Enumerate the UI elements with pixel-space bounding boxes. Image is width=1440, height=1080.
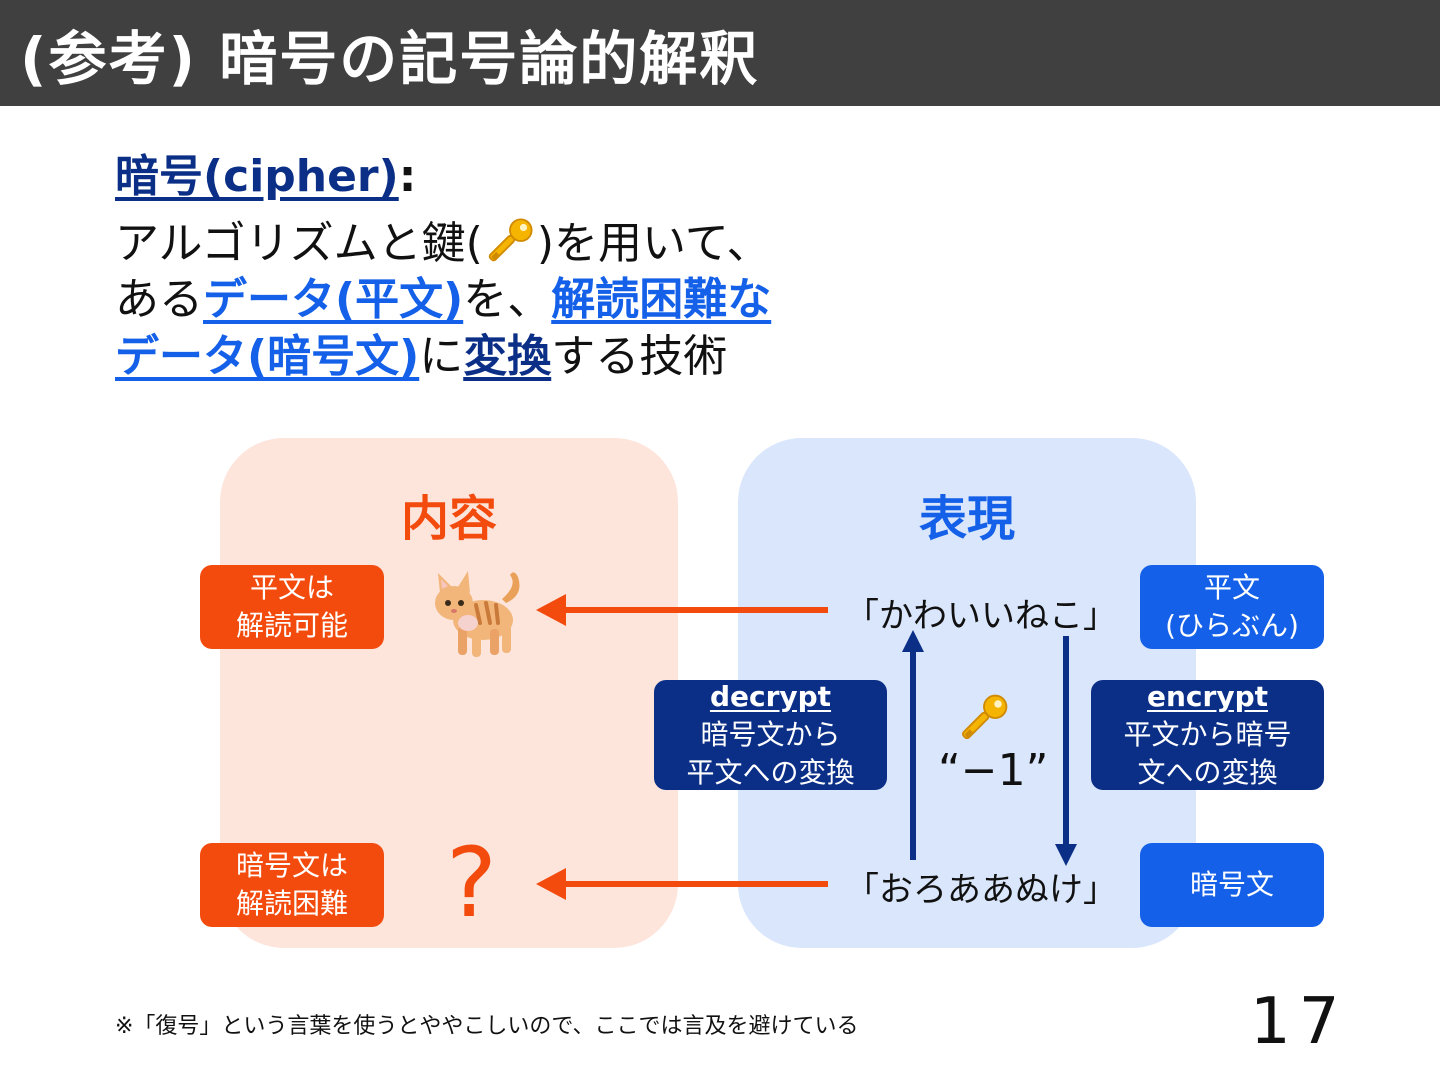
ciphertext-tag: 暗号文 — [1140, 843, 1324, 927]
encrypt-box: encrypt 平文から暗号 文への変換 — [1091, 680, 1324, 790]
plaintext-link[interactable]: データ(平文) — [203, 274, 464, 325]
definition-heading: 暗号(cipher): — [115, 140, 875, 204]
footnote: ※「復号」という言葉を使うとややこしいので、ここでは言及を避けている — [115, 1014, 859, 1039]
title-bar: (参考) 暗号の記号論的解釈 — [0, 0, 1440, 106]
conversion-link[interactable]: 変換 — [463, 331, 552, 382]
definition-block: 暗号(cipher): アルゴリズムと鍵( )を用いて、 あるデータ(平文)を、… — [115, 140, 875, 385]
decrypt-line: 平文への変換 — [686, 756, 855, 789]
ciphertext-arrowhead — [536, 868, 566, 900]
definition-text: を、 — [463, 274, 552, 325]
content-label: 内容 — [400, 491, 497, 547]
slide-title: (参考) 暗号の記号論的解釈 — [20, 25, 760, 93]
ciphertext-link[interactable]: データ(暗号文) — [115, 331, 420, 382]
key-value: “−1” — [938, 745, 1049, 796]
expression-label: 表現 — [918, 491, 1015, 547]
cat-icon — [435, 571, 520, 657]
encrypt-arrowhead — [1055, 844, 1077, 866]
tag-line: 解読困難 — [235, 887, 348, 920]
definition-line-2: あるデータ(平文)を、解読困難な — [115, 271, 875, 328]
plaintext-arrowhead — [536, 594, 566, 626]
definition-text: する技術 — [551, 331, 728, 382]
definition-text: )を用いて、 — [536, 218, 771, 269]
definition-body: アルゴリズムと鍵( )を用いて、 あるデータ(平文)を、解読困難な データ(暗号… — [115, 214, 875, 385]
decrypt-title: decrypt — [709, 680, 832, 713]
plain-phrase: 「かわいいねこ」 — [845, 596, 1117, 636]
encrypt-line: 文への変換 — [1137, 756, 1278, 789]
definition-line-1: アルゴリズムと鍵( )を用いて、 — [115, 214, 875, 271]
cipher-phrase: 「おろああぬけ」 — [845, 870, 1117, 910]
plaintext-readable-tag: 平文は 解読可能 — [200, 565, 384, 649]
tag-line: 暗号文は — [235, 849, 348, 882]
definition-term: 暗号(cipher) — [115, 151, 399, 202]
page-number: 17 — [1250, 985, 1348, 1059]
decrypt-line: 暗号文から — [700, 718, 841, 751]
encrypt-line: 平文から暗号 — [1123, 718, 1292, 751]
tag-line: 解読可能 — [235, 609, 348, 642]
plaintext-tag: 平文 (ひらぶん) — [1140, 565, 1324, 649]
ciphertext-hard-tag: 暗号文は 解読困難 — [200, 843, 384, 927]
definition-text: ある — [115, 274, 203, 325]
definition-colon: : — [398, 151, 417, 202]
decrypt-arrowhead — [902, 630, 924, 652]
tag-line: 平文は — [249, 571, 334, 604]
definition-text: アルゴリズムと鍵( — [115, 218, 483, 269]
definition-line-3: データ(暗号文)に変換する技術 — [115, 328, 875, 385]
encrypt-title: encrypt — [1146, 680, 1268, 713]
tag-line: (ひらぶん) — [1165, 609, 1299, 642]
key-icon — [488, 218, 533, 262]
hard-to-decipher-link[interactable]: 解読困難な — [551, 274, 772, 325]
question-mark: ? — [446, 827, 497, 939]
key-icon — [961, 694, 1008, 740]
definition-text: に — [419, 331, 464, 382]
tag-line: 暗号文 — [1189, 868, 1274, 901]
decrypt-box: decrypt 暗号文から 平文への変換 — [654, 680, 887, 790]
tag-line: 平文 — [1203, 571, 1260, 604]
